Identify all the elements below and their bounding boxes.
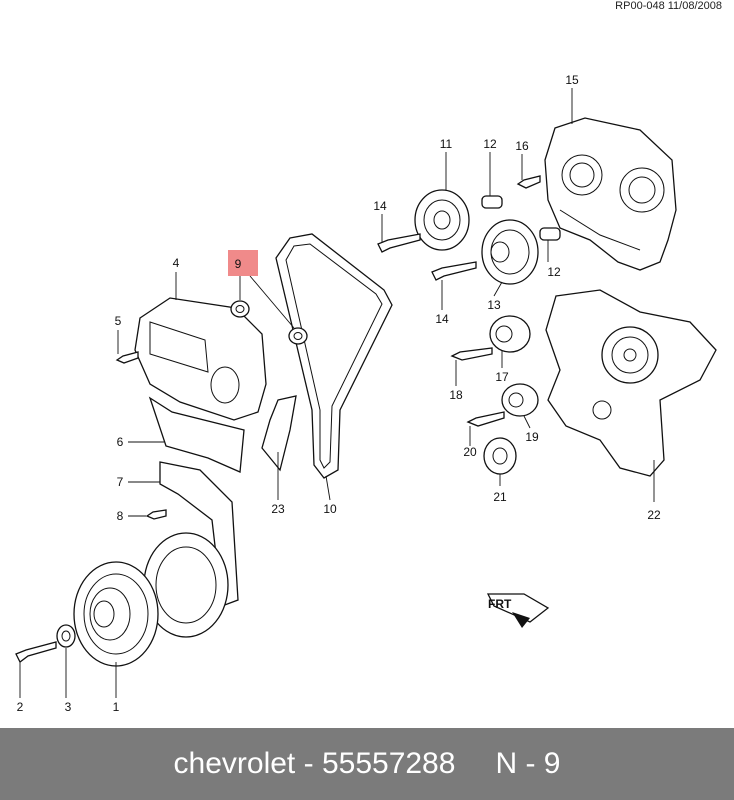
part-washer-3 (56, 624, 76, 648)
part-tensioner (489, 315, 531, 353)
callout-14-lower: 14 (435, 312, 449, 326)
part-oil-pump-housing (545, 289, 717, 477)
part-crank-sprocket (483, 437, 517, 475)
callout-21: 21 (493, 490, 507, 504)
callout-14-upper: 14 (373, 199, 387, 213)
part-timing-belt (275, 233, 393, 479)
leader-lines (19, 88, 655, 698)
front-direction-badge: FRT (486, 593, 550, 628)
callout-2: 2 (17, 700, 24, 714)
timing-belt-exploded-diagram: FRT 1 2 3 4 5 6 (15, 73, 717, 714)
callout-6: 6 (117, 435, 124, 449)
callout-12-upper: 12 (483, 137, 497, 151)
callout-22: 22 (647, 508, 661, 522)
callout-18: 18 (449, 388, 463, 402)
footer-part-number: 55557288 (321, 747, 456, 780)
callout-3: 3 (65, 700, 72, 714)
callout-13: 13 (487, 298, 501, 312)
callout-8: 8 (117, 509, 124, 523)
callout-9: 9 (235, 257, 242, 271)
callout-17: 17 (495, 370, 509, 384)
part-bolt-8 (145, 509, 167, 520)
reference-code: RP00-048 11/08/2008 (615, 0, 722, 12)
callout-19: 19 (525, 430, 539, 444)
part-bolt-18 (450, 347, 493, 361)
part-bolt-lower (431, 261, 477, 281)
callout-12-lower: 12 (547, 265, 561, 279)
callout-7: 7 (117, 475, 124, 489)
part-washer-9a (230, 300, 250, 318)
part-sleeve-lower (539, 227, 561, 241)
callout-10: 10 (323, 502, 337, 516)
footer-item: N - 9 (495, 747, 561, 780)
part-rear-timing-cover (544, 117, 677, 271)
callout-labels: 1 2 3 4 5 6 7 8 9 10 11 12 12 13 14 14 1… (17, 73, 661, 714)
part-side-cover (261, 395, 297, 472)
front-direction-text: FRT (488, 597, 512, 611)
part-bolt-20 (466, 411, 505, 427)
part-front-timing-cover-upper (134, 297, 267, 421)
part-camshaft-adjuster-upper (414, 189, 470, 251)
footer-brand: chevrolet (173, 747, 296, 780)
part-bolt-upper (377, 233, 421, 253)
callout-5: 5 (115, 314, 122, 328)
callout-16: 16 (515, 139, 529, 153)
callout-20: 20 (463, 445, 477, 459)
part-bolt-5 (115, 351, 139, 364)
footer-bar: chevrolet - 55557288 N - 9 (0, 728, 734, 800)
part-middle-cover (148, 396, 245, 473)
footer-dash: - (303, 747, 314, 780)
callout-11: 11 (440, 137, 453, 151)
part-sleeve-upper (481, 195, 503, 209)
part-crankshaft-pulley (73, 532, 229, 667)
part-bolt-cover (516, 175, 541, 189)
part-camshaft-adjuster-lower (481, 219, 539, 285)
part-bolt-2 (15, 641, 57, 663)
callout-1: 1 (113, 700, 120, 714)
highlight-box (228, 250, 258, 276)
part-idler-pulley (501, 383, 539, 417)
callout-15: 15 (565, 73, 579, 87)
callout-4: 4 (173, 256, 180, 270)
callout-23: 23 (271, 502, 285, 516)
part-washer-9b (288, 327, 308, 345)
